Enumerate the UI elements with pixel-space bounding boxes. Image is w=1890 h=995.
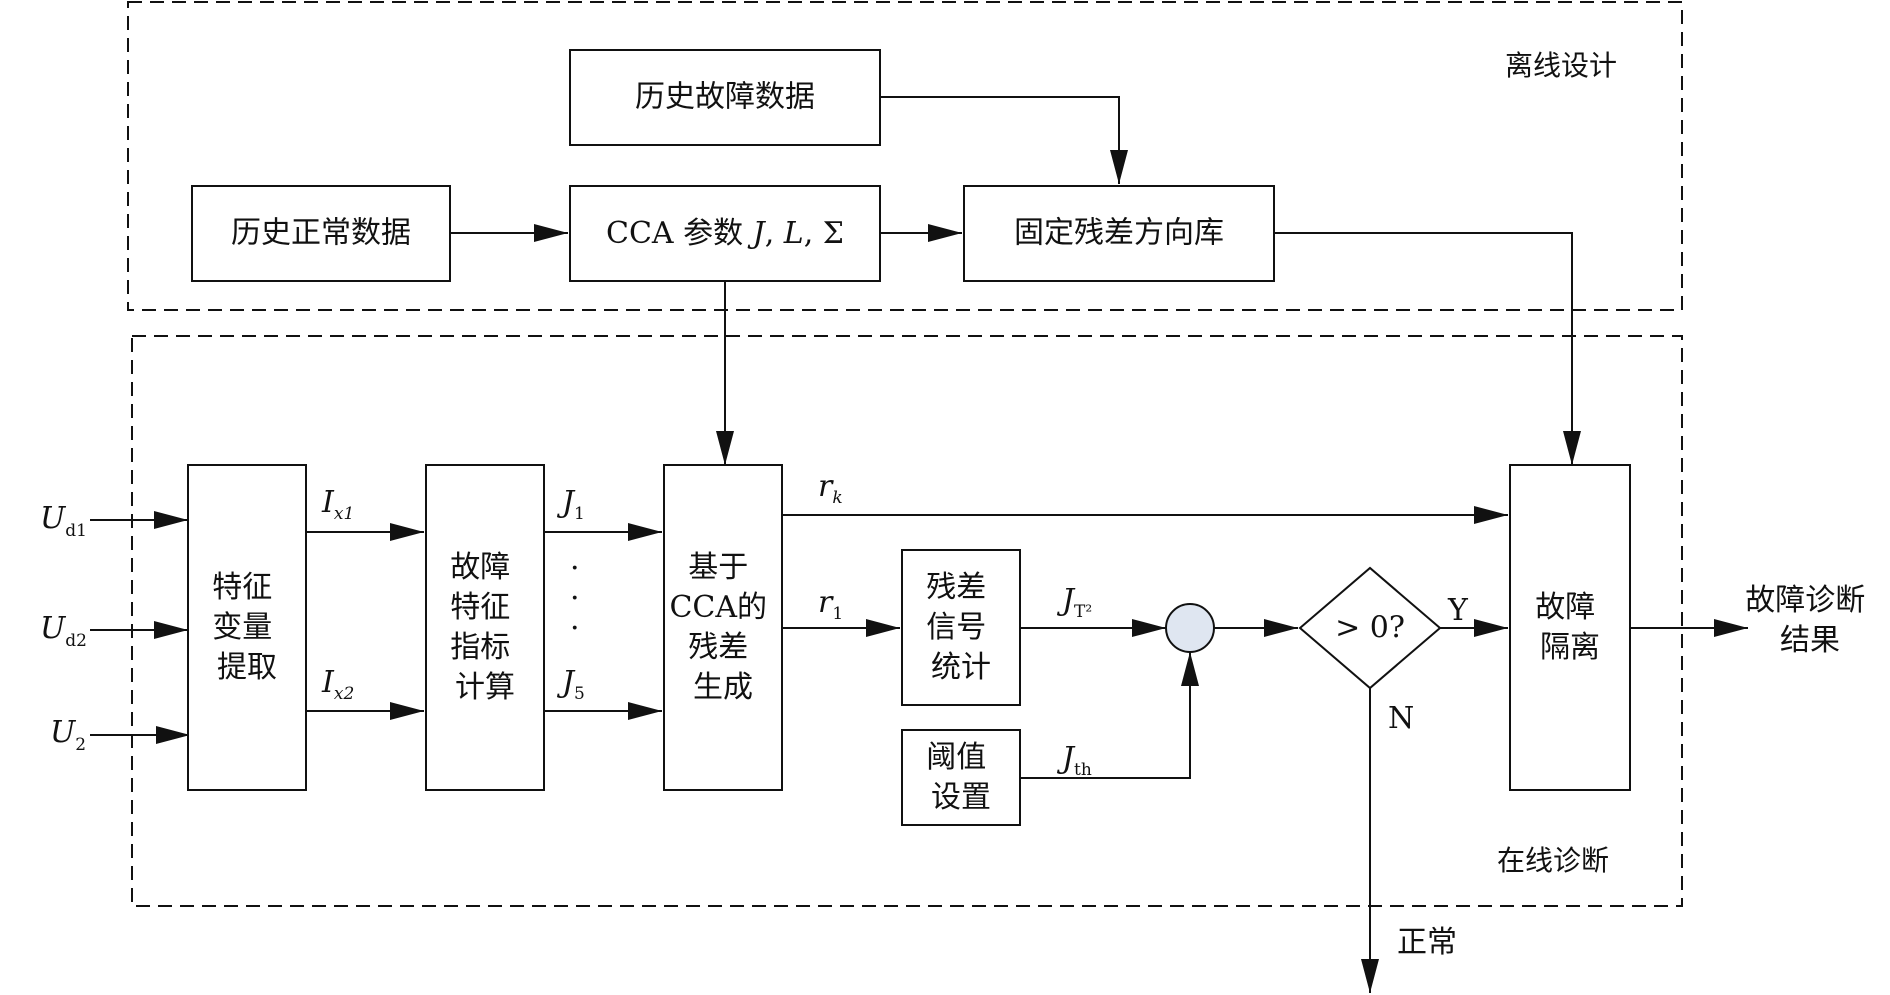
signal-ix2-label: Ix2 (321, 665, 354, 704)
feature-extraction-box (187, 464, 307, 791)
input-u2-label: U2 (50, 715, 86, 755)
online-diagnosis-label: 在线诊断 (1497, 844, 1609, 877)
normal-result-label: 正常 (1397, 925, 1457, 960)
threshold-setting-box (901, 729, 1021, 826)
cca-residual-generation-label: 基于 CCA的 残差 生成 (669, 550, 776, 705)
decision-label: > 0? (1335, 611, 1405, 646)
arrow-fault-to-library (880, 96, 1128, 184)
fault-isolation-box (1509, 464, 1631, 791)
historical-normal-data-label: 历史正常数据 (231, 216, 411, 251)
signal-ix1-label: Ix1 (321, 485, 354, 524)
arrow-library-to-isolation (1274, 232, 1581, 465)
offline-design-region (127, 1, 1683, 311)
historical-normal-data-box (191, 185, 451, 282)
signal-j5-label: J5 (556, 665, 585, 704)
threshold-setting-label: 阈值 设置 (926, 740, 996, 815)
diagnosis-result-label: 故障诊断 结果 (1745, 583, 1875, 658)
signal-r1-label: r1 (818, 585, 843, 624)
residual-direction-library-label: 固定残差方向库 (1014, 216, 1224, 251)
historical-fault-data-label: 历史故障数据 (635, 80, 815, 115)
cca-residual-generation-box (663, 464, 783, 791)
offline-design-label: 离线设计 (1505, 49, 1617, 82)
input-ud1-label: Ud1 (40, 501, 87, 541)
comparator-circle (1165, 603, 1215, 653)
ellipsis-dot-2: · (570, 581, 580, 616)
historical-fault-data-box (569, 49, 881, 146)
residual-direction-library-box (963, 185, 1275, 282)
fault-index-box (425, 464, 545, 791)
signal-rk-label: rk (818, 469, 843, 508)
arrow-jth-to-comparator (1020, 652, 1199, 779)
feature-extraction-label: 特征 变量 提取 (212, 570, 282, 685)
branch-no-label: N (1388, 701, 1414, 736)
input-ud2-label: Ud2 (40, 611, 87, 651)
residual-statistics-box (901, 549, 1021, 706)
cca-parameters-box (569, 185, 881, 282)
online-diagnosis-region (131, 335, 1683, 907)
signal-j1-label: J1 (556, 485, 585, 524)
signal-jth-label: Jth (1056, 741, 1092, 780)
fault-isolation-label: 故障 隔离 (1535, 590, 1605, 665)
ellipsis-dot-1: · (570, 551, 580, 586)
ellipsis-dot-3: · (570, 611, 580, 646)
signal-jt2-label: JT² (1056, 583, 1092, 622)
fault-index-label: 故障 特征 指标 计算 (450, 550, 520, 705)
branch-yes-label: Y (1447, 593, 1469, 628)
residual-statistics-label: 残差 信号 统计 (926, 570, 996, 685)
cca-parameters-label: CCA 参数 J, L, Σ (606, 216, 844, 251)
